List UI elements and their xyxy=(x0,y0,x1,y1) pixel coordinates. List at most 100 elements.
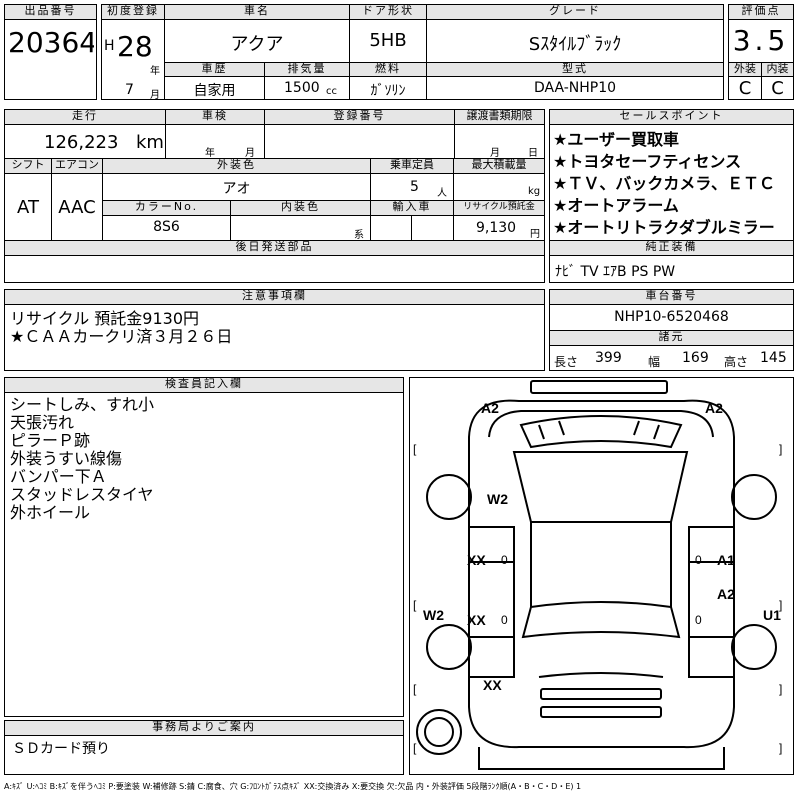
equipment-cell xyxy=(549,255,794,283)
mark-a2-mid: A2 xyxy=(717,586,735,602)
lot-number: 20364 xyxy=(8,26,94,59)
dimensions-cell xyxy=(549,345,794,371)
fuel: ｶﾞｿﾘﾝ xyxy=(370,83,406,99)
reg-year: 28 xyxy=(117,30,153,63)
model-label: 型式 xyxy=(426,62,724,77)
transfer-deadline-label: 譲渡書類期限 xyxy=(454,109,545,125)
length: 399 xyxy=(595,350,622,366)
zero-mark: 0 xyxy=(695,613,702,627)
import-label: 輸入車 xyxy=(370,200,454,216)
height-label: 高さ xyxy=(724,355,749,369)
office-cell xyxy=(4,735,404,775)
exterior-color: アオ xyxy=(222,181,251,197)
color-number-label: カラーNo. xyxy=(102,200,231,216)
interior-grade: C xyxy=(771,78,784,99)
recycle-fee-label: リサイクル預託金 xyxy=(453,200,545,216)
sales-point-item: ★オートリトラクダブルミラー xyxy=(553,218,775,237)
later-parts-label: 後日発送部品 xyxy=(4,240,545,256)
inspector-cell xyxy=(4,392,404,717)
shift: AT xyxy=(17,197,39,218)
exterior-label: 外装 xyxy=(728,62,762,77)
inspector-line: 外ホイール xyxy=(10,503,91,522)
bracket-mark: ] xyxy=(779,682,782,696)
legend: A:ｷｽﾞ U:ﾍｺﾐ B:ｷｽﾞを伴うﾍｺﾐ P:要塗装 W:補修跡 S:錆 … xyxy=(4,782,582,791)
inspector-lines: シートしみ、すれ小 天張汚れ ピラーＰ跡 外装うすい線傷 バンパー下Ａ スタッド… xyxy=(10,396,154,522)
door-type: 5HB xyxy=(369,30,407,51)
inspector-label: 検査員記入欄 xyxy=(4,377,404,393)
import-cell-b xyxy=(411,215,454,241)
inspection-month-unit: 月 xyxy=(245,148,255,159)
transfer-month-unit: 月 xyxy=(490,148,500,159)
sales-point-item: ★トヨタセーフティセンス xyxy=(553,152,742,171)
exterior-color-label: 外装色 xyxy=(102,158,371,174)
car-name-label: 車名 xyxy=(164,4,350,20)
bracket-mark: [ xyxy=(413,598,417,612)
height: 145 xyxy=(760,350,787,366)
inspector-line: 外装うすい線傷 xyxy=(10,449,123,468)
mark-xx-2: XX xyxy=(467,612,486,628)
interior-color-cell xyxy=(230,215,371,241)
registration-number-label: 登録番号 xyxy=(264,109,455,125)
bracket-mark: ] xyxy=(779,741,782,755)
mark-w2-top: W2 xyxy=(487,491,508,507)
inspector-line: バンパー下Ａ xyxy=(10,467,107,486)
ac-label: エアコン xyxy=(51,158,103,174)
reg-month: 7 xyxy=(125,82,134,98)
note-line: リサイクル 預託金9130円 xyxy=(10,309,200,328)
chassis-label: 車台番号 xyxy=(549,289,794,305)
equipment: ﾅﾋﾞ TV ｴｱB PS PW xyxy=(555,264,676,280)
era: H xyxy=(104,38,115,54)
mark-a2-right: A2 xyxy=(705,400,723,416)
car-name: アクア xyxy=(230,34,284,55)
later-parts-cell xyxy=(4,255,545,283)
interior-cell xyxy=(761,76,794,100)
bracket-mark: [ xyxy=(413,442,417,456)
registration-number-cell xyxy=(264,124,455,159)
color-number: 8S6 xyxy=(153,219,180,235)
max-load-unit: kg xyxy=(528,186,541,197)
recycle-fee-unit: 円 xyxy=(530,229,540,240)
first-registration-label: 初度登録 xyxy=(101,4,165,20)
notes-lines: リサイクル 預託金9130円 ★ＣＡＡカークリ済３月２６日 xyxy=(10,310,232,346)
car-diagram: A2 A2 W2 XX XX XX A1 A2 W2 U1 [ ] [ ] [ … xyxy=(413,380,782,770)
zero-mark: 0 xyxy=(501,613,508,627)
sales-points-label: セールスポイント xyxy=(549,109,794,125)
lot-number-cell xyxy=(4,19,97,100)
inspection-year-unit: 年 xyxy=(205,148,215,159)
note-line: ★ＣＡＡカークリ済３月２６日 xyxy=(10,327,233,346)
width: 169 xyxy=(682,350,709,366)
grade: Sｽﾀｲﾙﾌﾞﾗｯｸ xyxy=(528,34,622,55)
model-cell xyxy=(426,76,724,100)
score-label: 評価点 xyxy=(728,4,794,20)
mark-u1: U1 xyxy=(763,607,781,623)
bracket-mark: ] xyxy=(779,442,782,456)
capacity: 5 xyxy=(410,179,419,195)
interior-color-label: 内装色 xyxy=(230,200,371,216)
sales-points-list: ★ユーザー買取車 ★トヨタセーフティセンス ★ＴＶ、バックカメラ、ＥＴＣ ★オー… xyxy=(553,129,775,239)
door-type-label: ドア形状 xyxy=(349,4,427,20)
car-diagram-frame xyxy=(409,377,794,775)
notes-cell xyxy=(4,304,545,371)
sales-point-item: ★ＴＶ、バックカメラ、ＥＴＣ xyxy=(553,174,776,193)
grade-label: グレード xyxy=(426,4,724,20)
mark-w2-left: W2 xyxy=(423,607,444,623)
inspector-line: ピラーＰ跡 xyxy=(10,431,91,450)
zero-mark: 0 xyxy=(695,553,702,567)
notes-label: 注意事項欄 xyxy=(4,289,545,305)
inspector-line: スタッドレスタイヤ xyxy=(10,485,154,504)
recycle-fee: 9,130 xyxy=(476,220,517,236)
model: DAA-NHP10 xyxy=(533,80,617,96)
exterior-grade: C xyxy=(738,78,752,99)
displacement-label: 排気量 xyxy=(264,62,350,77)
capacity-unit: 人 xyxy=(437,188,447,199)
sales-point-item: ★オートアラーム xyxy=(553,196,679,215)
sales-point-item: ★ユーザー買取車 xyxy=(553,130,680,149)
bracket-mark: ] xyxy=(779,598,782,612)
max-load-label: 最大積載量 xyxy=(453,158,545,174)
mileage-label: 走行 xyxy=(4,109,166,125)
mileage-unit: km xyxy=(136,132,164,153)
year-unit: 年 xyxy=(150,66,160,77)
zero-mark: 0 xyxy=(501,553,508,567)
interior-label: 内装 xyxy=(761,62,794,77)
mark-xx-1: XX xyxy=(467,552,486,568)
